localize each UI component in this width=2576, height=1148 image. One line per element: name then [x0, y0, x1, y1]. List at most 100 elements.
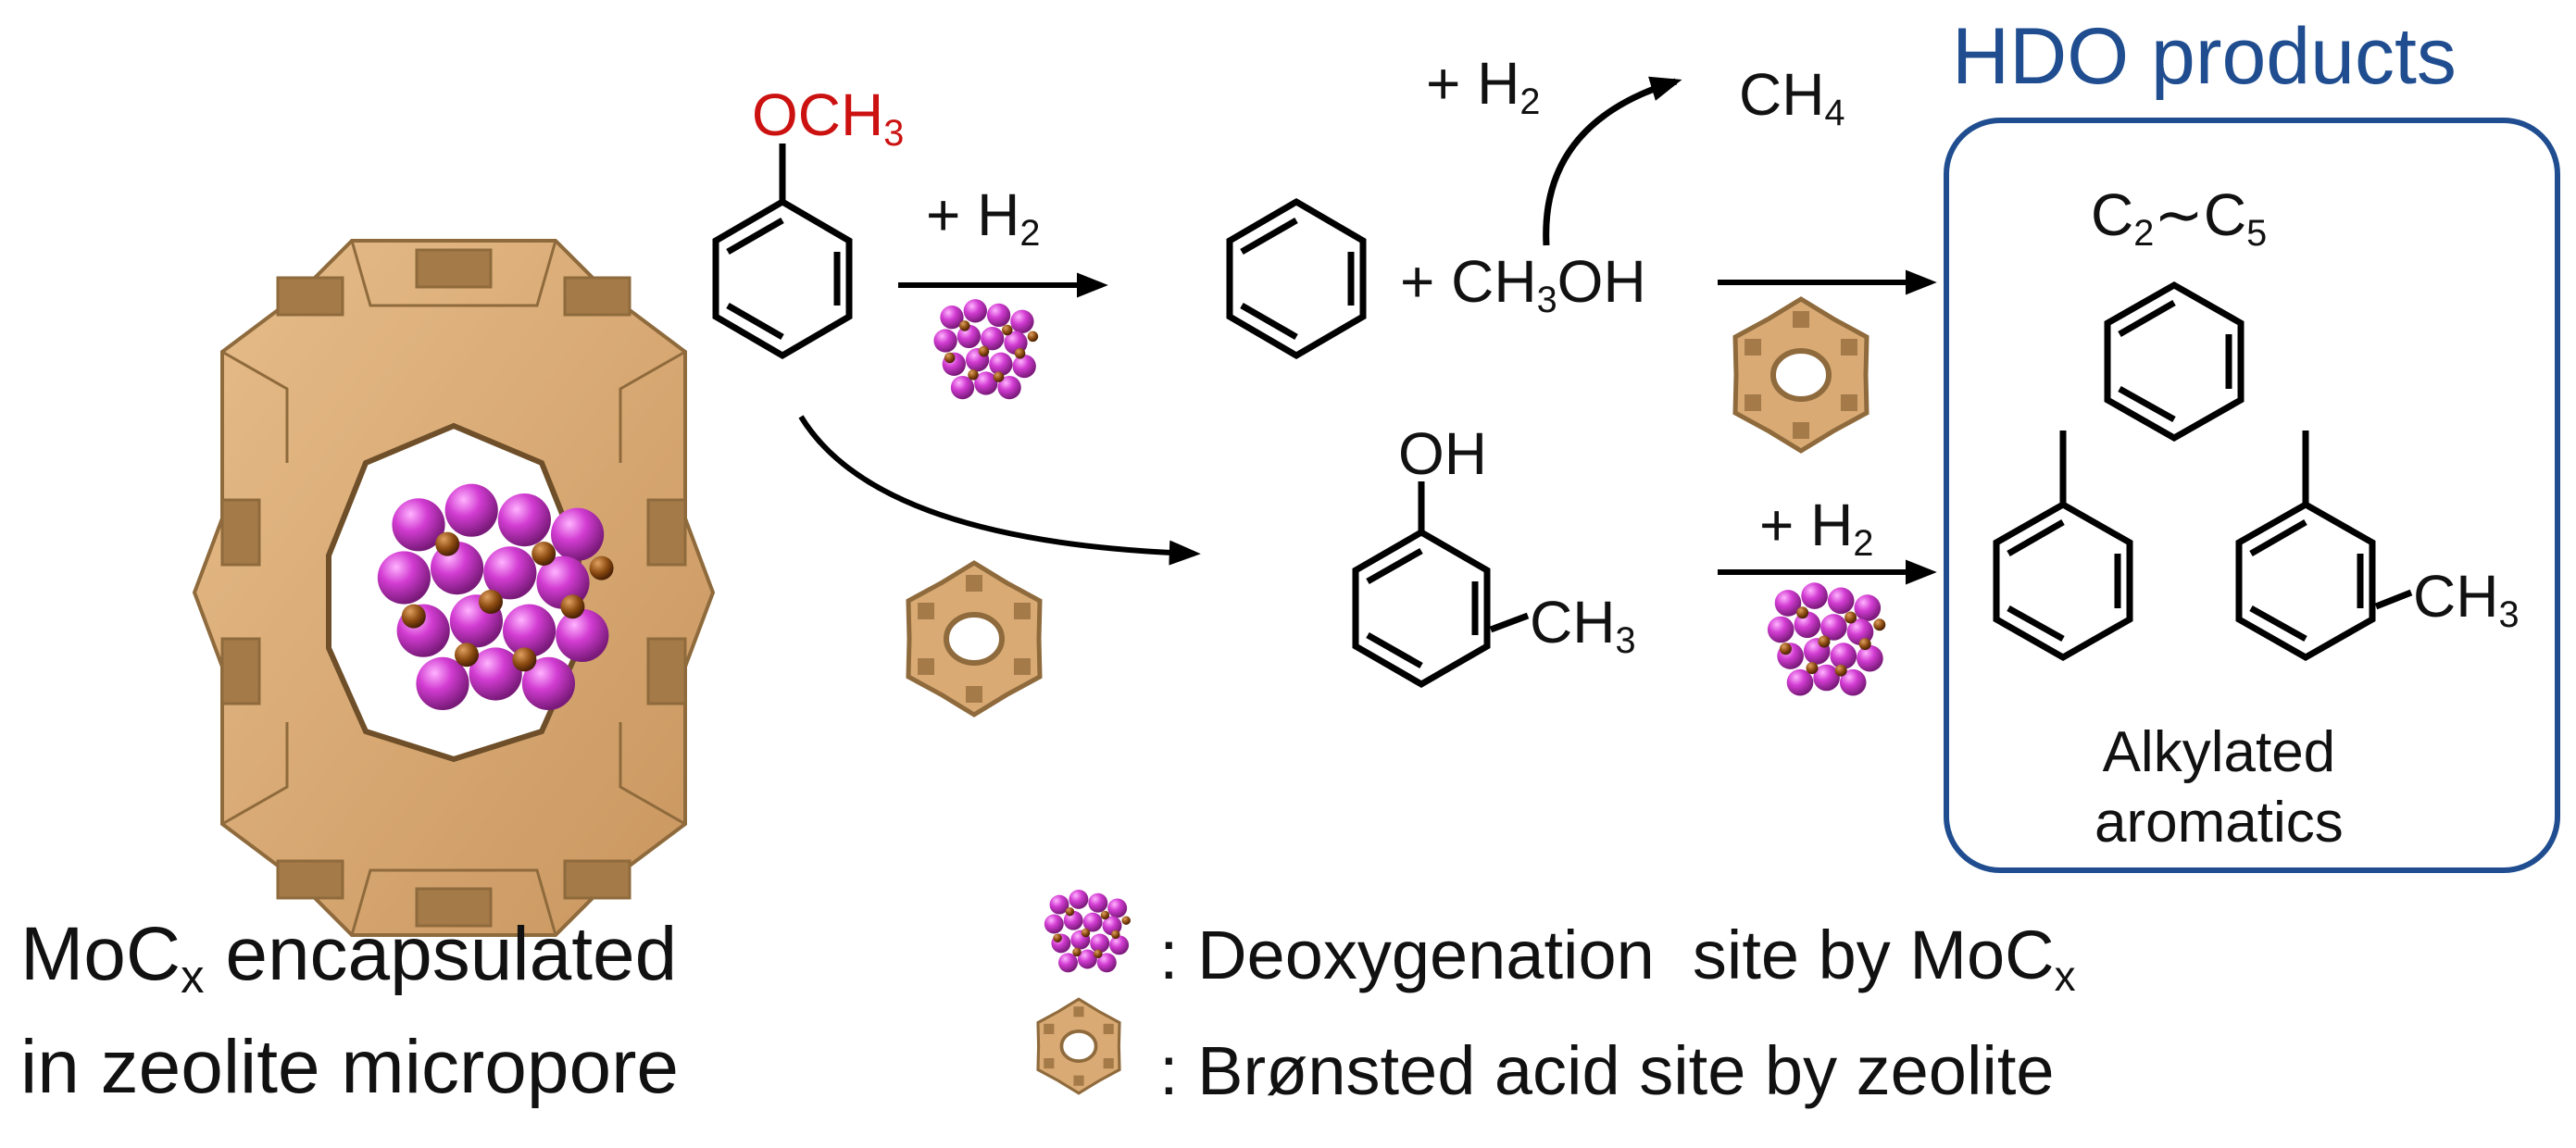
mo-atom — [521, 656, 575, 710]
mo-atom — [1069, 889, 1089, 909]
mo-atom — [551, 507, 605, 561]
zeolite-ring-facet — [966, 575, 982, 592]
mo-atom — [1012, 354, 1036, 379]
zeolite-ring-facet — [918, 658, 935, 675]
zeolite-ring-facet — [1073, 1006, 1084, 1017]
zeolite-ring-icon — [1732, 296, 1869, 454]
methane-arrow — [1543, 76, 1682, 246]
benzene-ring-icon — [1993, 430, 2133, 662]
alkylated-aromatics-label: Alkylated aromatics — [2095, 720, 2344, 855]
caption-line-2: in zeolite micropore — [20, 1025, 679, 1109]
zeolite-ring-facet — [1073, 1075, 1084, 1086]
zeolite-ring-facet — [1013, 658, 1031, 675]
benzene-ring-icon — [1352, 481, 1530, 689]
legend-zeolite-label: : Brønsted acid site by zeolite — [1159, 1032, 2055, 1109]
benzene-ring-icon — [2104, 281, 2245, 443]
carbon-atom — [435, 531, 460, 556]
mo-atom — [1857, 644, 1883, 672]
mo-atom — [986, 303, 1011, 328]
mo-atom — [1827, 587, 1855, 615]
moc-cluster-icon — [1767, 582, 1886, 696]
carbon-atom — [1002, 324, 1013, 336]
mo-atom — [1830, 643, 1857, 669]
carbon-atom — [1072, 947, 1082, 957]
mo-atom — [483, 546, 537, 600]
mo-atom — [1058, 953, 1078, 973]
zeolite-ring-facet — [1103, 1023, 1114, 1034]
mo-atom — [1107, 898, 1128, 918]
mo-atom — [1839, 668, 1867, 696]
mo-atom — [1090, 933, 1110, 954]
moc-cluster-icon — [377, 483, 614, 710]
legend-moc-label: : Deoxygenation site by MoCx — [1159, 917, 2076, 1000]
carbon-atom — [978, 345, 990, 357]
mo-atom — [556, 608, 609, 662]
carbon-atom — [1053, 933, 1062, 942]
caption-line-1: MoCx encapsulated — [20, 912, 678, 1004]
carbon-atom — [968, 369, 979, 381]
carbon-atom — [993, 371, 1005, 382]
transalkylation-arrow — [798, 415, 1201, 566]
mo-atom — [981, 327, 1005, 351]
mo-atom — [1088, 892, 1108, 913]
mo-atom — [963, 299, 987, 323]
mo-atom — [1854, 594, 1882, 621]
zeolite-ring-facet — [1840, 394, 1857, 411]
carbon-atom — [959, 320, 970, 331]
carbon-atom — [1844, 611, 1857, 624]
benzene-ring-icon — [1226, 197, 1367, 360]
carbon-atom — [589, 555, 614, 580]
mo-atom — [416, 656, 469, 710]
cresol-ch3-label: CH3 — [1530, 589, 1636, 662]
carbon-atom — [1100, 910, 1110, 920]
mo-atom — [989, 352, 1013, 376]
carbon-atom — [512, 647, 537, 672]
zeolite-ring-pore — [1770, 348, 1832, 402]
zeolite-ring-facet — [1013, 603, 1031, 619]
methane-label: CH4 — [1739, 61, 1845, 134]
carbon-atom — [1014, 348, 1026, 359]
mo-atom — [933, 329, 957, 353]
zeolite-ring-pore — [944, 612, 1005, 666]
mo-atom — [1049, 894, 1069, 915]
mo-atom — [1820, 614, 1847, 641]
moc-cluster-icon — [933, 299, 1039, 400]
carbon-atom — [1858, 638, 1871, 651]
zeolite-ring-facet — [1044, 1058, 1055, 1069]
benzene-ring-icon — [2235, 430, 2413, 662]
benzene-ring-icon — [712, 144, 853, 360]
carbon-atom — [1121, 916, 1131, 925]
carbon-atom — [479, 590, 503, 614]
carbon-atom — [1796, 606, 1809, 619]
zeolite-ring-facet — [1840, 339, 1857, 356]
zeolite-ring-icon — [1036, 997, 1121, 1095]
carbon-atom — [1111, 930, 1120, 940]
mo-atom — [950, 375, 975, 400]
mo-atom — [1096, 953, 1117, 973]
zeolite-ring-facet — [1744, 339, 1762, 356]
mo-atom — [1082, 912, 1103, 932]
mo-atom — [392, 498, 445, 552]
methanol-label: + CH3OH — [1400, 248, 1646, 321]
methoxy-group-label: OCH3 — [752, 81, 905, 155]
hdo-products-title: HDO products — [1952, 12, 2457, 101]
carbon-atom — [1779, 643, 1792, 655]
zeolite-ring-facet — [1793, 311, 1809, 328]
mo-atom — [503, 604, 556, 657]
carbon-atom — [1818, 635, 1831, 648]
carbon-atom — [455, 643, 479, 668]
mo-atom — [1786, 668, 1814, 696]
methane-h2-label: + H2 — [1426, 50, 1541, 123]
carbon-atom — [1027, 331, 1039, 343]
mo-atom — [444, 483, 498, 537]
mo-atom — [1813, 664, 1840, 692]
zeolite-ring-facet — [918, 603, 935, 619]
carbon-atom — [1834, 664, 1847, 677]
zeolite-ring-facet — [966, 686, 982, 703]
zeolite-ring-facet — [1793, 422, 1809, 439]
mo-atom — [1044, 914, 1064, 934]
mo-atom — [1077, 949, 1097, 969]
carbon-atom — [1081, 928, 1091, 938]
mo-atom — [1109, 935, 1130, 955]
